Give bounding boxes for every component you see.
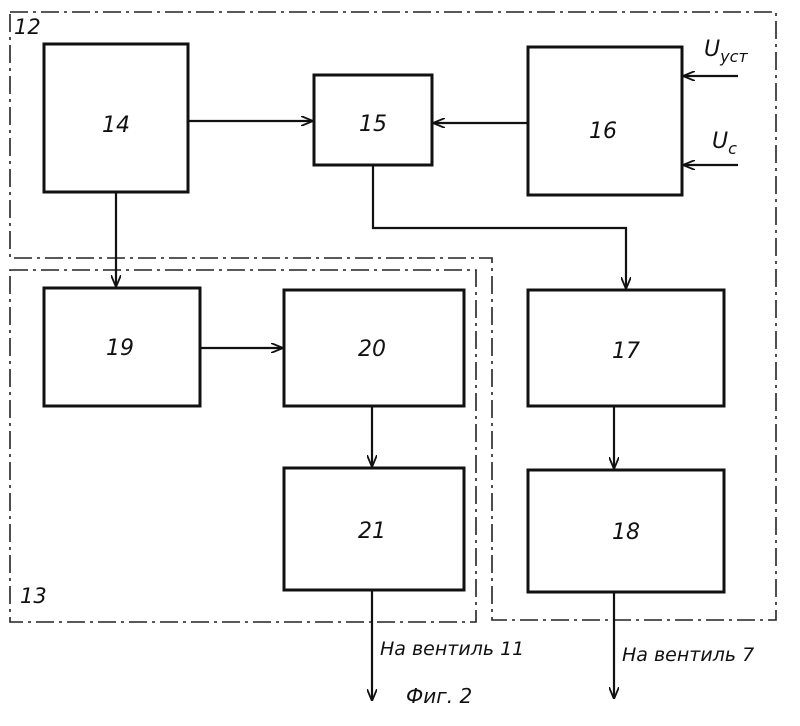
block-18: 18 bbox=[528, 470, 724, 592]
input-u-set-base: U bbox=[704, 37, 720, 62]
block-14: 14 bbox=[44, 44, 188, 192]
block-17: 17 bbox=[528, 290, 724, 406]
block-21: 21 bbox=[284, 468, 464, 590]
input-u-set-label: Uуст bbox=[704, 37, 748, 66]
input-u-set-sub: уст bbox=[719, 47, 748, 66]
output-valve-7-label: На вентиль 7 bbox=[622, 644, 754, 666]
block-15: 15 bbox=[314, 75, 432, 165]
block-19: 19 bbox=[44, 288, 200, 406]
region-13-label: 13 bbox=[20, 584, 47, 608]
input-u-c-label: Uc bbox=[712, 129, 737, 158]
block-16: 16 bbox=[528, 47, 682, 195]
block-20-label: 20 bbox=[358, 337, 386, 362]
block-21-label: 21 bbox=[358, 519, 386, 544]
block-18-label: 18 bbox=[612, 520, 640, 545]
input-u-c-sub: c bbox=[728, 139, 737, 158]
region-12-label: 12 bbox=[14, 15, 41, 39]
block-20: 20 bbox=[284, 290, 464, 406]
block-17-label: 17 bbox=[612, 339, 640, 364]
block-19-label: 19 bbox=[106, 336, 134, 361]
input-u-c-base: U bbox=[712, 129, 728, 154]
block-16-label: 16 bbox=[589, 119, 617, 144]
figure-caption: Фиг. 2 bbox=[406, 684, 472, 708]
block-15-label: 15 bbox=[359, 112, 387, 137]
output-valve-11-label: На вентиль 11 bbox=[380, 638, 524, 660]
block-14-label: 14 bbox=[102, 113, 130, 138]
